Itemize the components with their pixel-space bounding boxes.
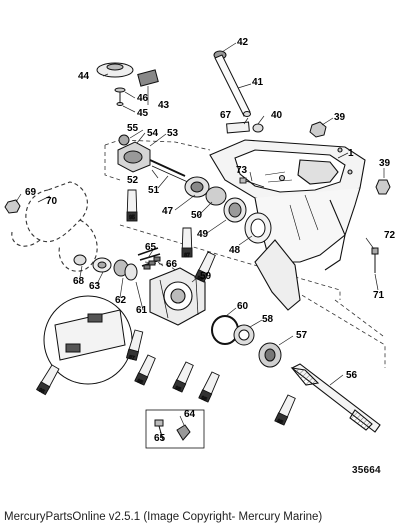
callout-61: 61 <box>136 305 148 316</box>
sealant-tube-label: 95 <box>174 385 182 393</box>
screw-73 <box>239 177 265 188</box>
sealant-tube: 95 <box>194 251 216 284</box>
copyright-footer: MercuryPartsOnline v2.5.1 (Image Copyrig… <box>4 511 323 523</box>
callout-72: 72 <box>384 230 396 241</box>
sealant-tube: 87 <box>181 227 193 259</box>
callout-47: 47 <box>162 206 174 217</box>
sealant-tube: 95 <box>134 354 156 387</box>
sealant-tube-label: 95 <box>136 378 144 386</box>
prop-nut <box>4 199 21 214</box>
sealant-tube-label: 95 <box>200 395 208 403</box>
seal-and-plug <box>226 121 264 134</box>
callout-73: 73 <box>236 165 248 176</box>
callout-49: 49 <box>197 229 209 240</box>
callout-70: 70 <box>46 196 58 207</box>
bearing-carrier <box>149 267 206 326</box>
callout-57: 57 <box>296 330 308 341</box>
drain-screws <box>371 247 379 273</box>
o-ring-60 <box>211 315 239 345</box>
callout-67: 67 <box>220 110 232 121</box>
callout-64: 64 <box>184 409 196 420</box>
sealant-tube-label: 87 <box>128 354 135 361</box>
leader-lines <box>15 42 385 438</box>
callout-68: 68 <box>73 276 85 287</box>
callout-1: 1 <box>348 148 354 159</box>
callout-46: 46 <box>137 93 149 104</box>
sealant-tubes: 95 87 95 87 95 95 95 95 95 <box>36 189 296 427</box>
gearcase-housing <box>209 139 366 311</box>
callout-39-right: 39 <box>379 158 391 169</box>
callout-40: 40 <box>271 110 283 121</box>
nut-39 <box>309 121 391 195</box>
sealant-tube-label: 95 <box>196 275 204 283</box>
callout-65-bottom: 65 <box>154 433 166 444</box>
callout-71: 71 <box>373 290 385 301</box>
forward-gear-assembly <box>184 176 272 244</box>
callout-65-upper: 65 <box>145 242 157 253</box>
callout-50: 50 <box>191 210 203 221</box>
callout-56: 56 <box>346 370 358 381</box>
callout-41: 41 <box>252 77 264 88</box>
zoom-inset <box>43 295 133 385</box>
sealant-tube-label: 95 <box>129 215 135 221</box>
exploded-parts-diagram: 95 87 95 87 95 95 95 95 95 <box>4 42 391 449</box>
callout-51: 51 <box>148 185 160 196</box>
callout-63: 63 <box>89 281 101 292</box>
callout-42: 42 <box>237 37 249 48</box>
callout-55: 55 <box>127 123 139 134</box>
shift-shaft-assembly <box>117 134 191 184</box>
clutch-pins <box>143 256 161 270</box>
water-tube <box>213 50 251 117</box>
sealant-tube: 95 <box>198 371 220 404</box>
callout-48: 48 <box>229 245 241 256</box>
thrust-washer <box>73 254 87 266</box>
callout-60: 60 <box>237 301 249 312</box>
bolt-inset-frame <box>145 409 205 449</box>
callout-66: 66 <box>166 259 178 270</box>
sealant-tube-label: 95 <box>276 418 284 426</box>
sealant-tube-label: 87 <box>184 253 190 259</box>
sealant-tube: 95 <box>274 394 296 427</box>
sealant-tube: 87 <box>125 329 144 362</box>
callout-69: 69 <box>25 187 37 198</box>
callout-39-top: 39 <box>334 112 346 123</box>
callout-44: 44 <box>78 71 90 82</box>
pin-parts <box>154 419 191 441</box>
figure-number: 35664 <box>352 465 381 476</box>
callout-54: 54 <box>147 128 159 139</box>
callout-58: 58 <box>262 314 274 325</box>
pump-57 <box>258 342 282 368</box>
sealant-tube: 95 <box>126 189 138 222</box>
sealant-tube: 95 <box>172 361 194 394</box>
callout-62: 62 <box>115 295 127 306</box>
callout-59: 59 <box>200 271 212 282</box>
propeller-outline <box>11 181 98 272</box>
callout-43: 43 <box>158 100 170 111</box>
callout-52: 52 <box>127 175 139 186</box>
callout-45: 45 <box>137 108 149 119</box>
sealant-tube: 95 <box>36 364 60 396</box>
sealant-tube-label: 95 <box>38 387 46 395</box>
propeller-shaft <box>290 363 381 433</box>
bearing-58 <box>233 324 255 346</box>
callout-53: 53 <box>167 128 179 139</box>
shift-cam-assembly <box>96 62 159 106</box>
